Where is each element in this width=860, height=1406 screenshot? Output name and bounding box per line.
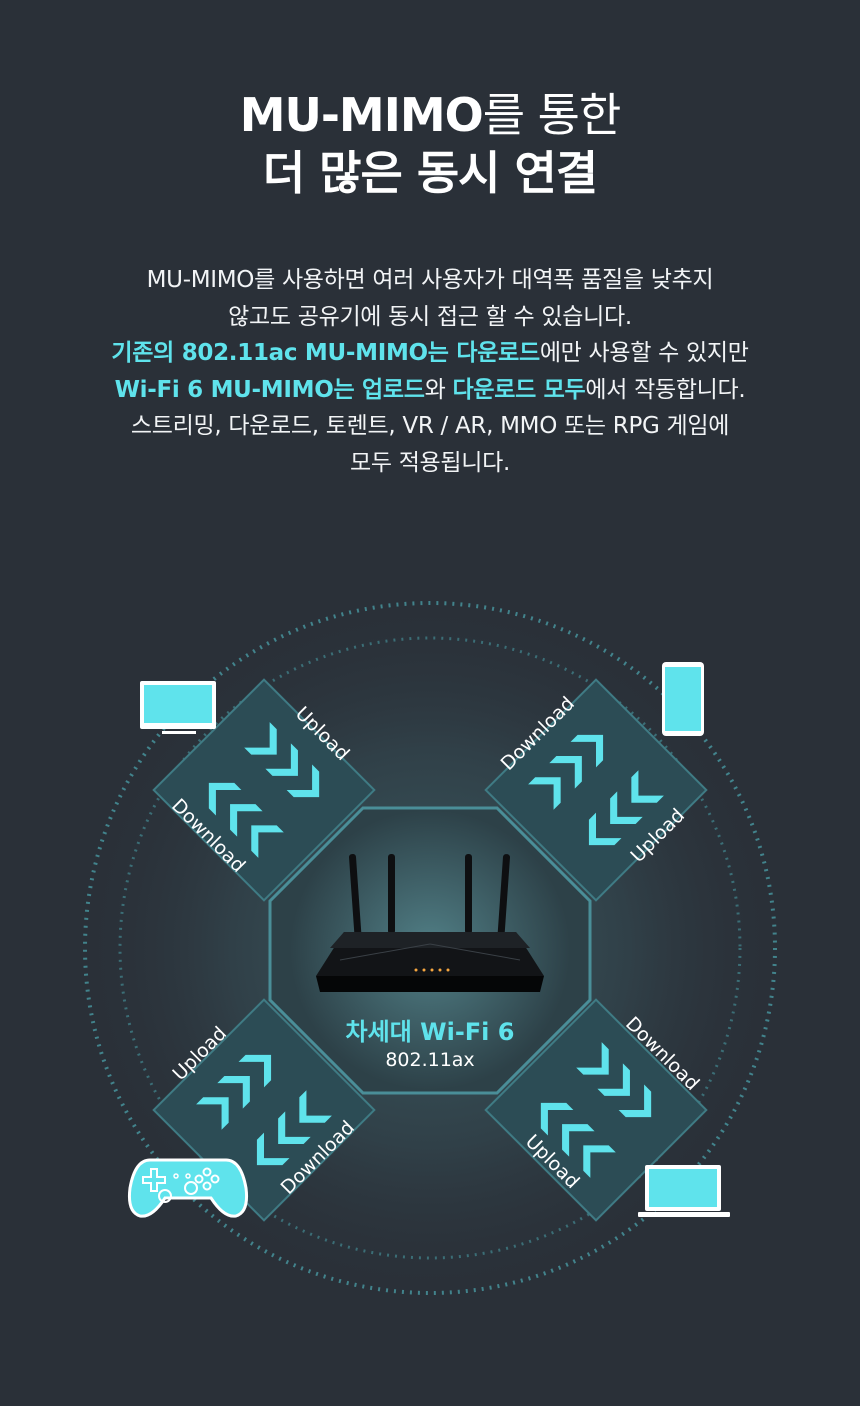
smartphone-icon	[662, 662, 704, 736]
description: MU-MIMO를 사용하면 여러 사용자가 대역폭 품질을 낮추지 않고도 공유…	[40, 262, 820, 481]
router-image	[316, 854, 544, 992]
center-subtitle: 802.11ax	[385, 1049, 474, 1071]
center-title: 차세대 Wi-Fi 6	[346, 1018, 515, 1046]
outer-ring	[83, 601, 777, 1295]
desc-line-6: 모두 적용됩니다.	[349, 449, 511, 476]
desc-line-5: 스트리밍, 다운로드, 토렌트, VR / AR, MMO 또는 RPG 게임에	[130, 413, 730, 439]
inner-ring	[118, 636, 742, 1260]
page-title: MU-MIMO를 통한 더 많은 동시 연결	[0, 86, 860, 202]
title-line-2: 더 많은 동시 연결	[262, 146, 598, 200]
desc-line-2: 않고도 공유기에 동시 접근 할 수 있습니다.	[228, 303, 632, 330]
title-line-1: MU-MIMO를 통한	[239, 88, 622, 142]
monitor-icon	[140, 681, 216, 734]
desc-line-1: MU-MIMO를 사용하면 여러 사용자가 대역폭 품질을 낮추지	[146, 267, 714, 293]
desc-line-4: Wi-Fi 6 MU-MIMO는 업로드와 다운로드 모두에서 작동합니다.	[114, 376, 746, 403]
desc-line-3: 기존의 802.11ac MU-MIMO는 다운로드에만 사용할 수 있지만	[111, 340, 749, 366]
laptop-icon	[638, 1165, 730, 1217]
gamepad-icon	[128, 1158, 248, 1218]
